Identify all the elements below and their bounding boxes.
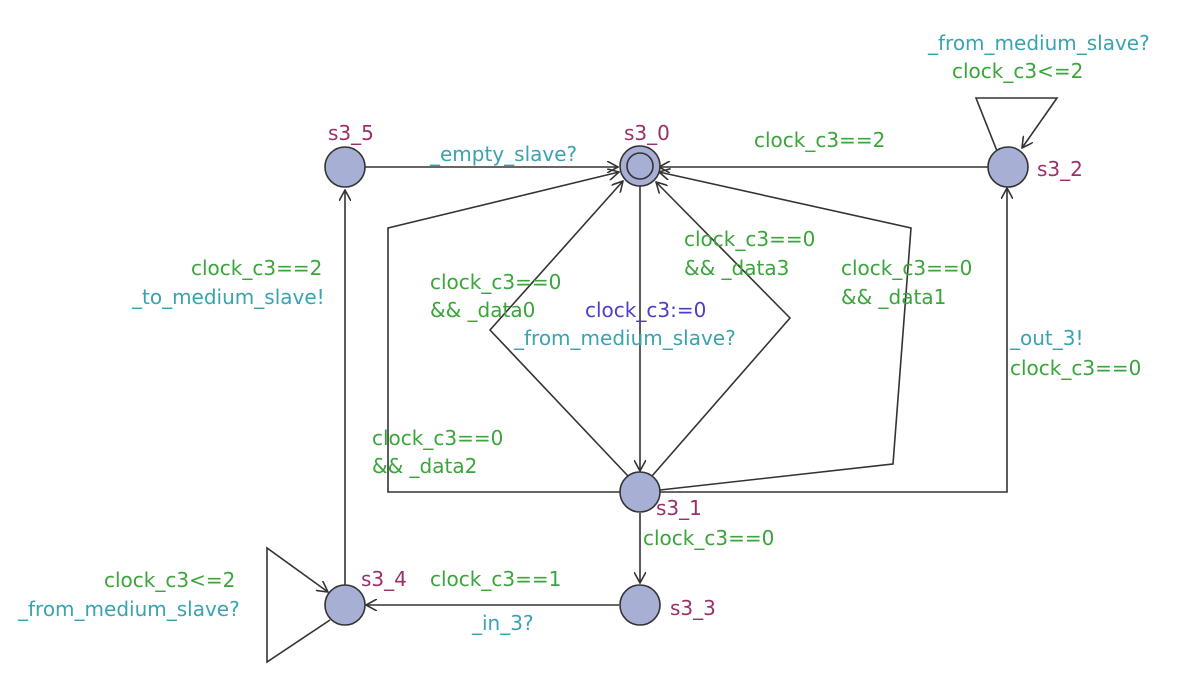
state-name-s3_2: s3_2 xyxy=(1037,157,1083,181)
state-s3_0-initial[interactable] xyxy=(619,145,661,187)
label-in-3-sync: _in_3? xyxy=(471,611,534,635)
label-s3_4-self-guard: clock_c3<=2 xyxy=(104,568,235,592)
label-s3_1-s3_2-guard: clock_c3==0 xyxy=(1010,356,1141,380)
label-s3_4-s3_5-guard: clock_c3==2 xyxy=(191,256,322,280)
label-s3_2-s3_0-guard: clock_c3==2 xyxy=(754,128,885,152)
state-name-s3_5: s3_5 xyxy=(328,121,374,145)
label-data3-guard-line2: && _data3 xyxy=(684,256,789,280)
edge-s3_1-to-s3_0-data0[interactable] xyxy=(488,181,629,477)
label-s3_0-s3_1-sync: _from_medium_slave? xyxy=(513,326,736,350)
label-data1-guard-line2: && _data1 xyxy=(841,285,946,309)
label-data0-guard-line1: clock_c3==0 xyxy=(430,270,561,294)
label-data0-guard-line2: && _data0 xyxy=(430,298,535,322)
edge-s3_1-to-s3_0-data1[interactable] xyxy=(659,172,912,491)
state-s3_5[interactable] xyxy=(324,146,366,188)
state-s3_3[interactable] xyxy=(619,584,661,626)
label-data1-guard-line1: clock_c3==0 xyxy=(841,256,972,280)
edge-s3_1-to-s3_0-data2[interactable] xyxy=(387,172,620,493)
label-s3_2-self-guard: clock_c3<=2 xyxy=(952,59,1083,83)
edge-s3_2-self-loop[interactable] xyxy=(974,97,1059,152)
state-s3_1[interactable] xyxy=(619,471,661,513)
label-data2-guard-line1: clock_c3==0 xyxy=(372,426,503,450)
label-s3_1-s3_3-guard: clock_c3==0 xyxy=(643,526,774,550)
label-s3_4-self-sync: _from_medium_slave? xyxy=(17,597,240,621)
state-name-s3_3: s3_3 xyxy=(670,596,716,620)
edge-s3_4-self-loop[interactable] xyxy=(266,546,331,664)
label-empty-slave-sync: _empty_slave? xyxy=(429,142,577,166)
edge-s3_1-to-s3_0-data3[interactable] xyxy=(651,182,792,477)
label-s3_2-self-sync: _from_medium_slave? xyxy=(927,31,1150,55)
edge-s3_1-to-s3_2[interactable] xyxy=(660,188,1007,493)
label-data3-guard-line1: clock_c3==0 xyxy=(684,227,815,251)
state-s3_4[interactable] xyxy=(324,584,366,626)
state-name-s3_1: s3_1 xyxy=(656,496,702,520)
label-data2-guard-line2: && _data2 xyxy=(372,454,477,478)
label-to-medium-slave-sync: _to_medium_slave! xyxy=(131,285,325,309)
label-s3_0-s3_1-assignment: clock_c3:=0 xyxy=(585,298,706,322)
state-s3_2[interactable] xyxy=(987,146,1029,188)
state-name-s3_4: s3_4 xyxy=(361,567,407,591)
label-out-3-sync: _out_3! xyxy=(1009,326,1084,350)
label-s3_3-s3_4-guard: clock_c3==1 xyxy=(430,567,561,591)
state-name-s3_0: s3_0 xyxy=(624,121,670,145)
